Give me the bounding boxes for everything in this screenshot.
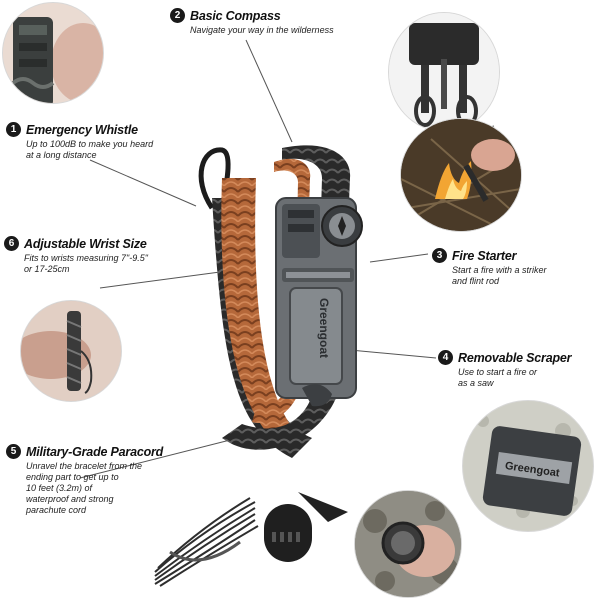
- whistle-closeup-photo: [2, 2, 104, 104]
- feature-compass: 2 Basic Compass Navigate your way in the …: [170, 8, 334, 36]
- feature-number-badge: 5: [6, 444, 21, 459]
- feature-title: Emergency Whistle: [26, 122, 138, 137]
- feature-title: Adjustable Wrist Size: [24, 236, 147, 251]
- buckle-engraving: Greengoat: [317, 298, 331, 358]
- feature-title: Fire Starter: [452, 248, 517, 263]
- feature-number-badge: 2: [170, 8, 185, 23]
- feature-removable-scraper: 4 Removable Scraper Use to start a fire o…: [438, 350, 572, 389]
- fire-starting-photo: [400, 118, 522, 232]
- feature-description: Unravel the bracelet from the ending par…: [26, 461, 143, 515]
- scraper-leader-line: [349, 349, 437, 359]
- feature-title: Removable Scraper: [458, 350, 572, 365]
- whistle-leader-line: [89, 159, 197, 207]
- feature-description: Up to 100dB to make you heard at a long …: [26, 139, 154, 160]
- feature-fire-starter: 3 Fire Starter Start a fire with a strike…: [432, 248, 547, 287]
- feature-number-badge: 1: [6, 122, 21, 137]
- feature-title: Basic Compass: [190, 8, 281, 23]
- wrist-closeup-photo: [20, 300, 122, 402]
- buckle-parts-photo: [388, 12, 500, 132]
- feature-number-badge: 4: [438, 350, 453, 365]
- feature-title: Military-Grade Paracord: [26, 444, 164, 459]
- feature-paracord: 5 Military-Grade Paracord Unravel the bra…: [6, 444, 163, 516]
- fire-leader-line: [369, 253, 429, 263]
- feature-description: Use to start a fire or as a saw: [458, 367, 538, 388]
- feature-description: Fits to wrists measuring 7"-9.5" or 17-2…: [24, 253, 148, 274]
- feature-description: Start a fire with a striker and flint ro…: [452, 265, 547, 286]
- compass-leader-line: [245, 39, 293, 143]
- feature-number-badge: 6: [4, 236, 19, 251]
- scraper: [302, 384, 332, 407]
- compass-closeup-photo: [354, 490, 462, 598]
- wrist-leader-line: [99, 271, 221, 289]
- scraper-blades-photo: [258, 482, 358, 582]
- feature-whistle: 1 Emergency Whistle Up to 100dB to make y…: [6, 122, 153, 161]
- paracord-leader-line: [79, 437, 239, 479]
- feature-adjustable-wrist: 6 Adjustable Wrist Size Fits to wrists me…: [4, 236, 148, 275]
- unraveled-paracord-photo: [150, 492, 260, 592]
- survival-bracelet: Greengoat: [182, 138, 402, 478]
- feature-number-badge: 3: [432, 248, 447, 263]
- feature-description: Navigate your way in the wilderness: [190, 25, 334, 35]
- scraper-closeup-photo: Greengoat: [462, 400, 594, 532]
